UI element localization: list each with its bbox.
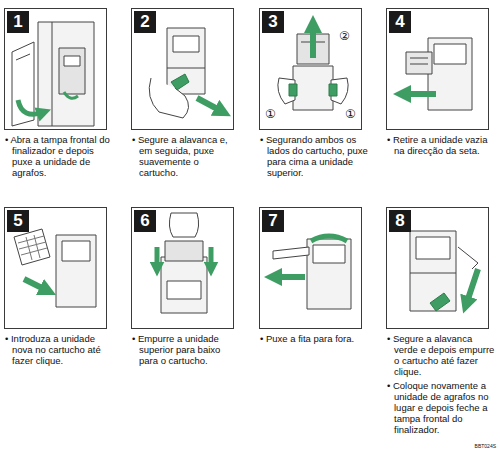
step-number: 6 bbox=[134, 210, 156, 232]
step-caption: • Segurando ambos os lados do cartucho, … bbox=[260, 134, 368, 178]
step-panel: 5• Introduza a unidade nova no cartucho … bbox=[4, 207, 107, 329]
step-caption: • Introduza a unidade nova no cartucho a… bbox=[5, 333, 113, 366]
step-caption: • Puxe a fita para fora. bbox=[260, 333, 368, 344]
step-panel: 7• Puxe a fita para fora. bbox=[259, 207, 362, 329]
step-number: 3 bbox=[262, 11, 284, 33]
caption-block: • Segure a alavanca e, em seguida, puxe … bbox=[132, 134, 240, 181]
step-number: 5 bbox=[7, 210, 29, 232]
step-caption: • Segure a alavanca verde e depois empur… bbox=[387, 333, 497, 377]
caption-block: • Introduza a unidade nova no cartucho a… bbox=[5, 333, 113, 369]
callout-number: ① bbox=[345, 108, 356, 120]
step-caption: • Segure a alavanca e, em seguida, puxe … bbox=[132, 134, 240, 178]
step-caption: • Empurre a unidade superior para baixo … bbox=[132, 333, 240, 366]
caption-block: • Empurre a unidade superior para baixo … bbox=[132, 333, 240, 369]
step-caption: • Abra a tampa frontal do finalizador e … bbox=[5, 134, 113, 178]
callout-number: ① bbox=[265, 108, 276, 120]
step-panel: 2• Segure a alavanca e, em seguida, puxe… bbox=[131, 8, 234, 130]
step-number: 4 bbox=[389, 11, 411, 33]
caption-block: • Puxe a fita para fora. bbox=[260, 333, 368, 347]
figure-code: BBT024S bbox=[475, 443, 496, 449]
step-number: 2 bbox=[134, 11, 156, 33]
caption-block: • Segure a alavanca verde e depois empur… bbox=[387, 333, 497, 438]
step-caption: • Coloque novamente a unidade de agrafos… bbox=[387, 380, 497, 435]
step-panel: 4• Retire a unidade vazia na direcção da… bbox=[386, 8, 489, 130]
caption-block: • Segurando ambos os lados do cartucho, … bbox=[260, 134, 368, 181]
step-panel: 6• Empurre a unidade superior para baixo… bbox=[131, 207, 234, 329]
step-number: 8 bbox=[389, 210, 411, 232]
step-caption: • Retire a unidade vazia na direcção da … bbox=[387, 134, 497, 156]
step-panel: 8• Segure a alavanca verde e depois empu… bbox=[386, 207, 489, 329]
step-number: 1 bbox=[7, 11, 29, 33]
callout-number: ② bbox=[339, 30, 350, 42]
caption-block: • Retire a unidade vazia na direcção da … bbox=[387, 134, 497, 159]
step-number: 7 bbox=[262, 210, 284, 232]
step-panel: 1• Abra a tampa frontal do finalizador e… bbox=[4, 8, 107, 130]
caption-block: • Abra a tampa frontal do finalizador e … bbox=[5, 134, 113, 181]
